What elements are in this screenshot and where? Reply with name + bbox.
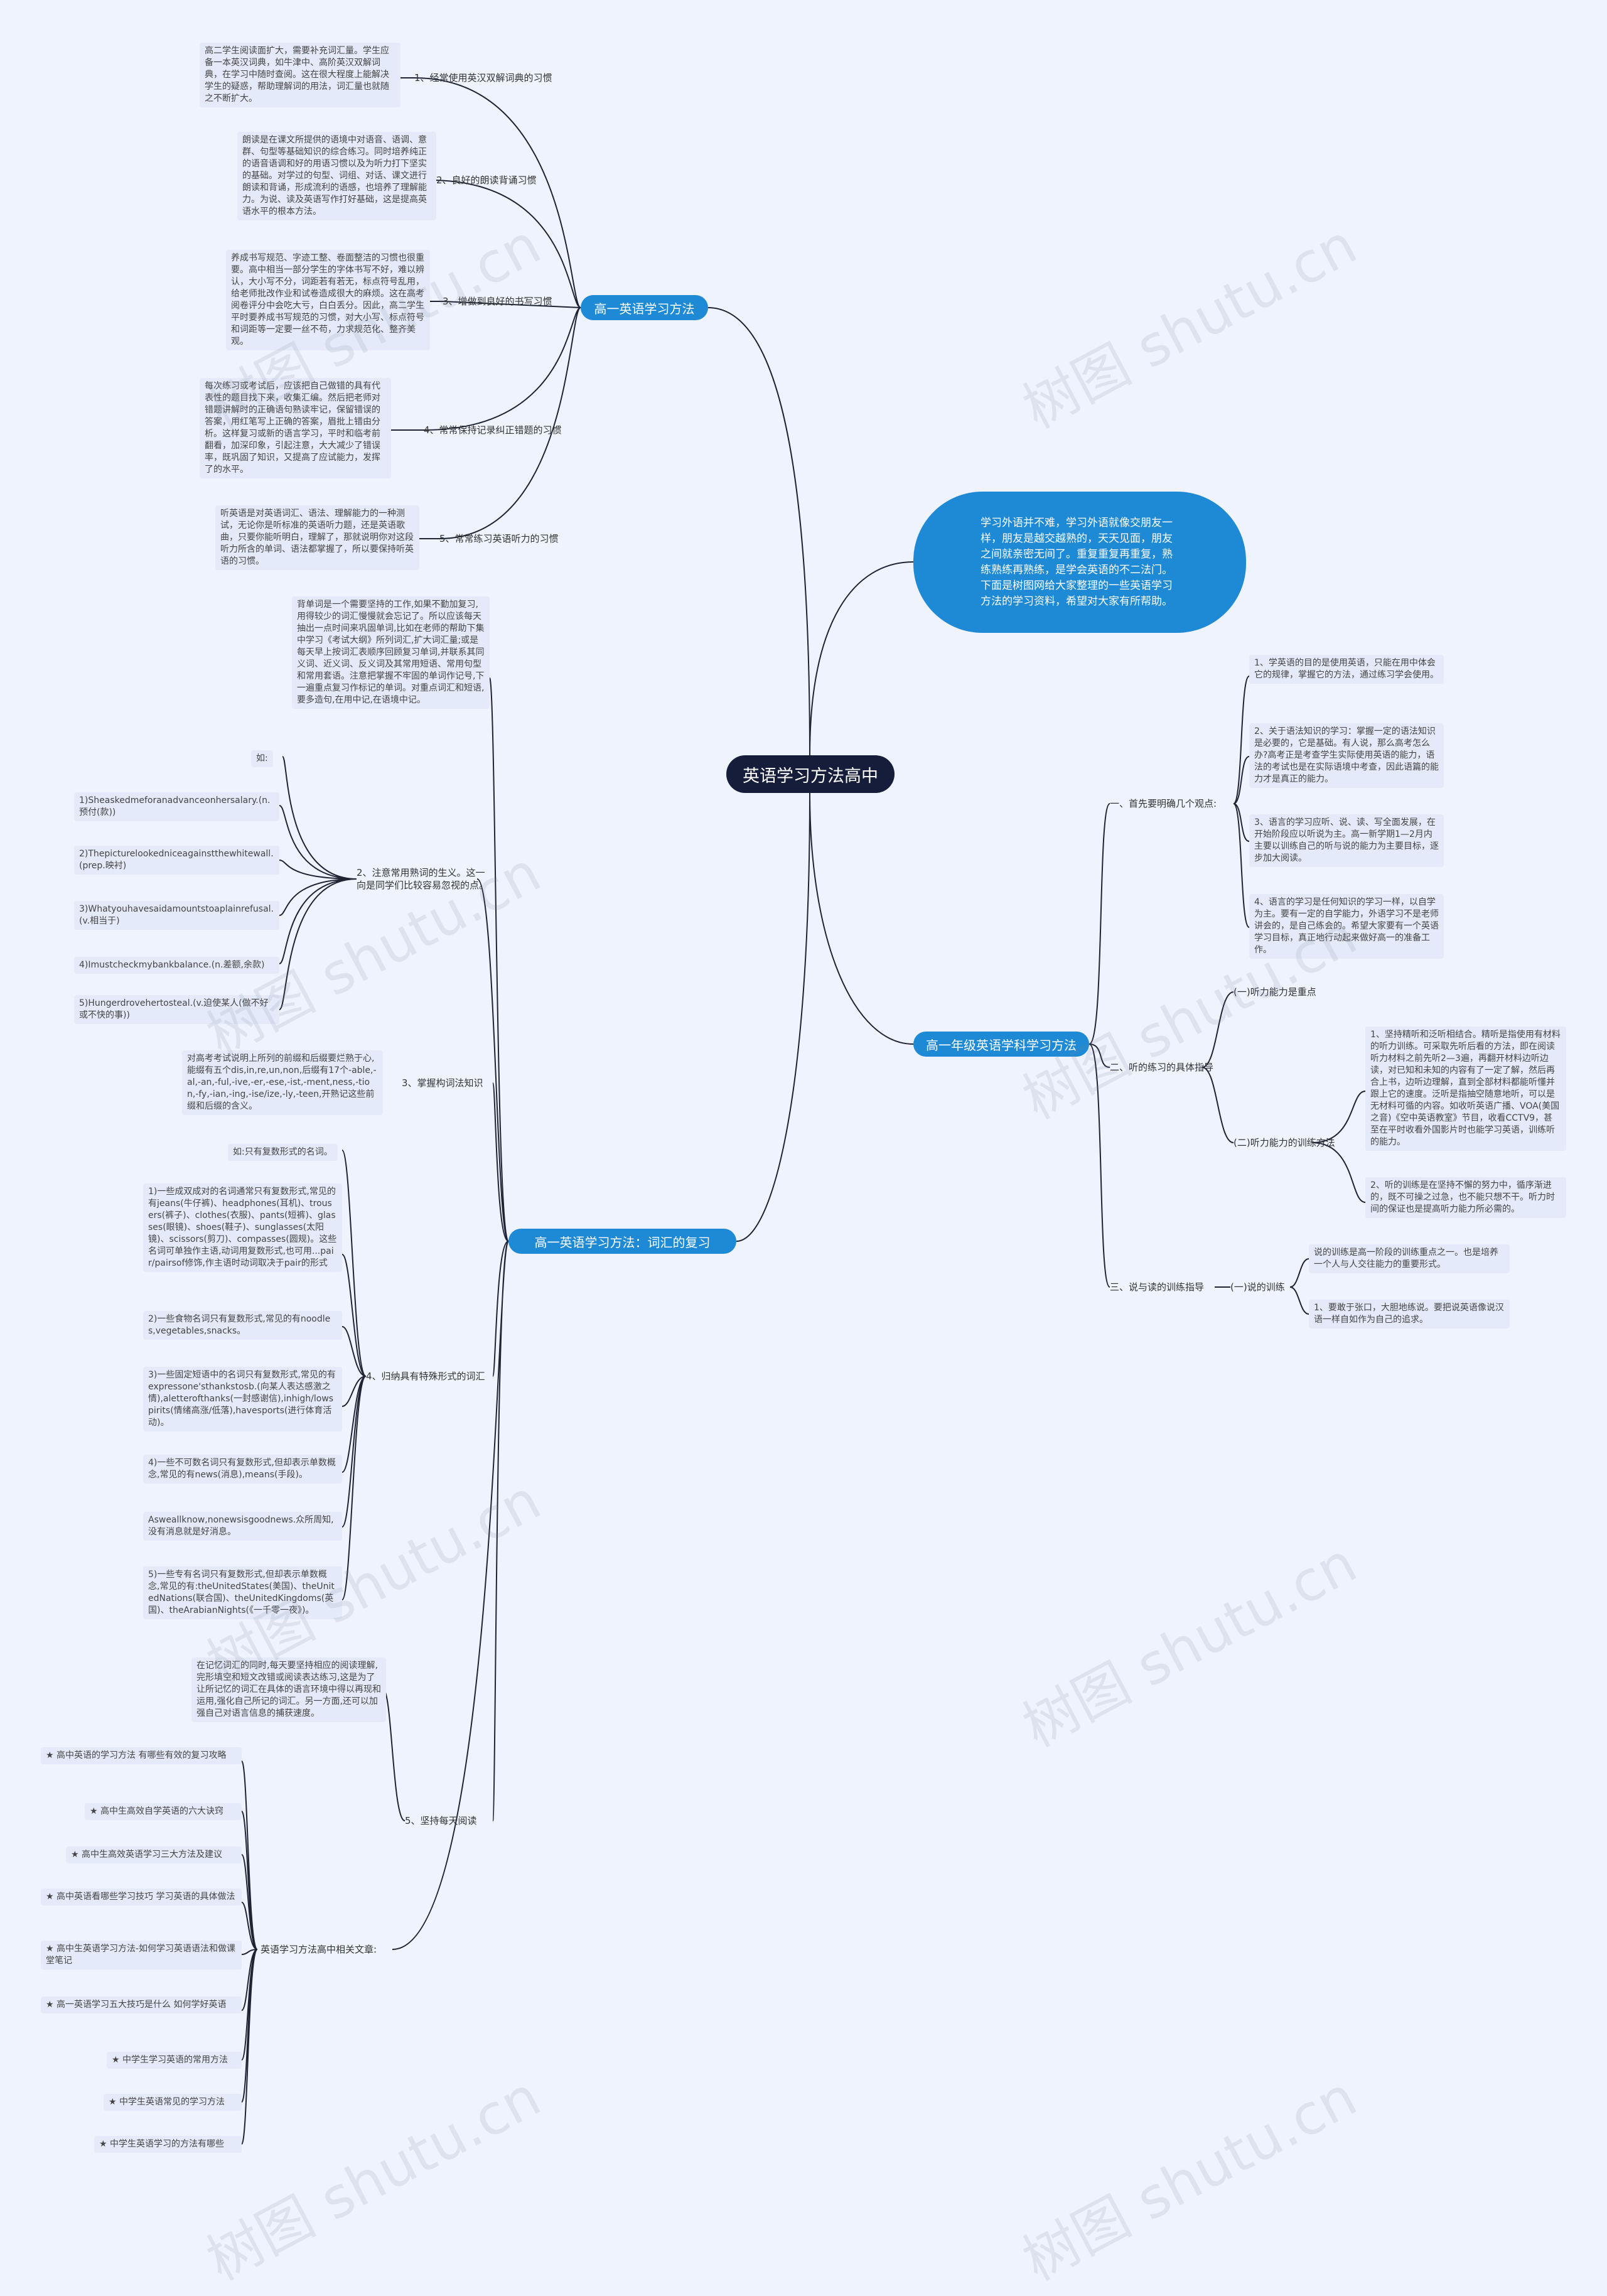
- b3-c3-title[interactable]: 三、说与读的训练指导: [1110, 1281, 1205, 1293]
- b2-s5-text: 在记忆词汇的同时,每天要坚持相应的阅读理解,完形填空和短文改错或阅读表达练习,这…: [191, 1657, 386, 1722]
- link-c1-items: [1233, 676, 1250, 928]
- b1-item-4-text: 每次练习或考试后，应该把自己做错的具有代表性的题目找下来，收集汇编。然后把老师对…: [200, 378, 391, 478]
- b2-s2-item-1: 1)Sheaskedmeforanadvanceonhersalary.(n.预…: [74, 792, 279, 821]
- b3-c3-item-2: 1、要敢于张口，大胆地练说。要把说英语像说汉语一样自如作为自己的追求。: [1309, 1300, 1510, 1329]
- b3-c2-title[interactable]: 二、听的练习的具体指导: [1110, 1062, 1214, 1073]
- related-link-9[interactable]: ★ 中学生英语学习的方法有哪些: [94, 2136, 242, 2153]
- b3-c2-item-1: 1、坚持精听和泛听相结合。精听是指使用有材料的听力训练。可采取先听后看的方法，即…: [1365, 1027, 1566, 1151]
- b2-s2-title[interactable]: 2、注意常用熟词的生义。这一向是同学们比较容易忽视的点。: [357, 867, 489, 891]
- related-link-6[interactable]: ★ 高一英语学习五大技巧是什么 如何学好英语: [41, 1997, 242, 2013]
- b3-c1-item-3: 3、语言的学习应听、说、读、写全面发展，在开始阶段应以听说为主。高一新学期1—2…: [1249, 814, 1444, 867]
- b3-c1-item-1: 1、学英语的目的是使用英语，只能在用中体会它的规律，掌握它的方法，通过练习学会使…: [1249, 655, 1444, 684]
- b3-c1-item-2: 2、关于语法知识的学习：掌握一定的语法知识是必要的，它是基础。有人说，那么高考怎…: [1249, 723, 1444, 788]
- b2-s2-item-5: 5)Hungerdrovehertosteal.(v.迫使某人(做不好或不快的事…: [74, 995, 279, 1024]
- related-link-4[interactable]: ★ 高中英语看哪些学习技巧 学习英语的具体做法: [41, 1889, 242, 1905]
- intro-text: 学习外语并不难，学习外语就像交朋友一样，朋友是越交越熟的，天天见面，朋友之间就亲…: [981, 516, 1173, 608]
- related-link-2[interactable]: ★ 高中生高效自学英语的六大诀窍: [85, 1803, 242, 1820]
- link-b3-c: [1088, 803, 1110, 1288]
- branch-b1[interactable]: 高一英语学习方法: [581, 295, 708, 320]
- b3-c2-p1[interactable]: (一)听力能力是重点: [1233, 986, 1316, 998]
- b2-s5-title[interactable]: 5、坚持每天阅读: [405, 1815, 477, 1826]
- link-c2-items: [1201, 991, 1366, 1203]
- related-link-3[interactable]: ★ 高中生高效英语学习三大方法及建议: [66, 1846, 242, 1863]
- center-topic[interactable]: 英语学习方法高中: [726, 755, 895, 793]
- b1-item-3-title[interactable]: 3、增做到良好的书写习惯: [443, 296, 552, 307]
- b2-s4-item-2: 2)一些食物名词只有复数形式,常见的有noodles,vegetables,sn…: [143, 1311, 342, 1340]
- b2-s4-item-4: 4)一些不可数名词只有复数形式,但却表示单数概念,常见的有news(消息),me…: [143, 1455, 342, 1484]
- related-link-8[interactable]: ★ 中学生英语常见的学习方法: [104, 2094, 242, 2111]
- link-s4-items: [341, 1150, 367, 1600]
- link-s2-items: [279, 756, 357, 1010]
- b2-top-text: 背单词是一个需要坚持的工作,如果不勤加复习,用得较少的词汇慢慢就会忘记了。所以应…: [292, 596, 490, 709]
- b3-c3-p1[interactable]: (一)说的训练: [1230, 1281, 1285, 1293]
- b2-s3-title[interactable]: 3、掌握构词法知识: [402, 1077, 483, 1089]
- b2-s4-item-1: 1)一些成双成对的名词通常只有复数形式,常见的有jeans(牛仔裤)、headp…: [143, 1183, 342, 1272]
- b2-s2-item-4: 4)Imustcheckmybankbalance.(n.差额,余款): [74, 957, 279, 974]
- b2-s4-head: 如:只有复数形式的名词。: [228, 1144, 338, 1161]
- b2-s2-item-2: 2)Thepicturelookedniceagainstthewhitewal…: [74, 846, 279, 875]
- link-center-b1: [707, 307, 810, 756]
- branch-b3[interactable]: 高一年级英语学科学习方法: [913, 1032, 1089, 1057]
- b1-item-5-title[interactable]: 5、常常练习英语听力的习惯: [439, 533, 559, 544]
- b1-item-1-text: 高二学生阅读面扩大，需要补充词汇量。学生应备一本英汉词典，如牛津中、高阶英汉双解…: [200, 43, 400, 107]
- b2-s3-text: 对高考考试说明上所列的前缀和后缀要烂熟于心,能缀有五个dis,in,re,un,…: [182, 1050, 383, 1115]
- connector-lines: [241, 77, 1366, 2145]
- b2-s4-item-6: 5)一些专有名词只有复数形式,但却表示单数概念,常见的有:theUnitedSt…: [143, 1566, 342, 1619]
- link-center-b3: [809, 792, 914, 1045]
- b3-c2-item-2: 2、听的训练是在坚持不懈的努力中，循序渐进的，既不可操之过急，也不能只想不干。听…: [1365, 1177, 1566, 1218]
- b1-item-5-text: 听英语是对英语词汇、语法、理解能力的一种测试，无论你是听标准的英语听力题，还是英…: [215, 505, 419, 570]
- branch-b2[interactable]: 高一英语学习方法：词汇的复习: [508, 1229, 736, 1254]
- b2-s2-head: 如:: [251, 750, 273, 767]
- b3-c1-title[interactable]: 一、首先要明确几个观点:: [1110, 798, 1217, 809]
- link-s5-top: [382, 1688, 406, 1821]
- b1-item-4-title[interactable]: 4、常常保持记录纠正错题的习惯: [424, 424, 562, 436]
- link-b2-subs: [392, 677, 509, 1950]
- b3-c3-item-1: 说的训练是高一阶段的训练重点之一。也是培养一个人与人交往能力的重要形式。: [1309, 1244, 1510, 1273]
- link-center-b2: [736, 792, 810, 1242]
- related-link-1[interactable]: ★ 高中英语的学习方法 有哪些有效的复习攻略: [41, 1747, 242, 1764]
- related-link-5[interactable]: ★ 高中生英语学习方法-如何学习英语语法和做课堂笔记: [41, 1941, 242, 1970]
- b2-related-title[interactable]: 英语学习方法高中相关文章:: [261, 1944, 377, 1955]
- link-c3-items: [1215, 1258, 1309, 1315]
- b1-item-1-title[interactable]: 1、经常使用英汉双解词典的习惯: [414, 72, 552, 84]
- b3-c1-item-4: 4、语言的学习是任何知识的学习一样，以自学为主。要有一定的自学能力，外语学习不是…: [1249, 894, 1444, 959]
- b3-c2-p2[interactable]: (二)听力能力的训练方法: [1233, 1137, 1335, 1148]
- b1-item-2-title[interactable]: 2、良好的朗读背诵习惯: [436, 175, 537, 186]
- intro-node[interactable]: 学习外语并不难，学习外语就像交朋友一样，朋友是越交越熟的，天天见面，朋友之间就亲…: [913, 492, 1246, 633]
- b2-s2-item-3: 3)Whatyouhavesaidamountstoaplainrefusal.…: [74, 901, 279, 930]
- b2-s4-item-5: Asweallknow,nonewsisgoodnews.众所周知,没有消息就是…: [143, 1512, 342, 1541]
- b1-item-3-text: 养成书写规范、字迹工整、卷面整洁的习惯也很重要。高中相当一部分学生的字体书写不好…: [226, 250, 430, 350]
- link-related-items: [241, 1760, 258, 2145]
- link-center-intro: [809, 561, 914, 756]
- related-link-7[interactable]: ★ 中学生学习英语的常用方法: [107, 2052, 242, 2069]
- b2-s4-title[interactable]: 4、归纳具有特殊形式的词汇: [366, 1371, 485, 1382]
- b1-item-2-text: 朗读是在课文所提供的语境中对语音、语调、意群、句型等基础知识的综合练习。同时培养…: [237, 132, 436, 220]
- link-b1-items: [414, 77, 581, 539]
- b2-s4-item-3: 3)一些固定短语中的名词只有复数形式,常见的有expressone'sthank…: [143, 1367, 342, 1431]
